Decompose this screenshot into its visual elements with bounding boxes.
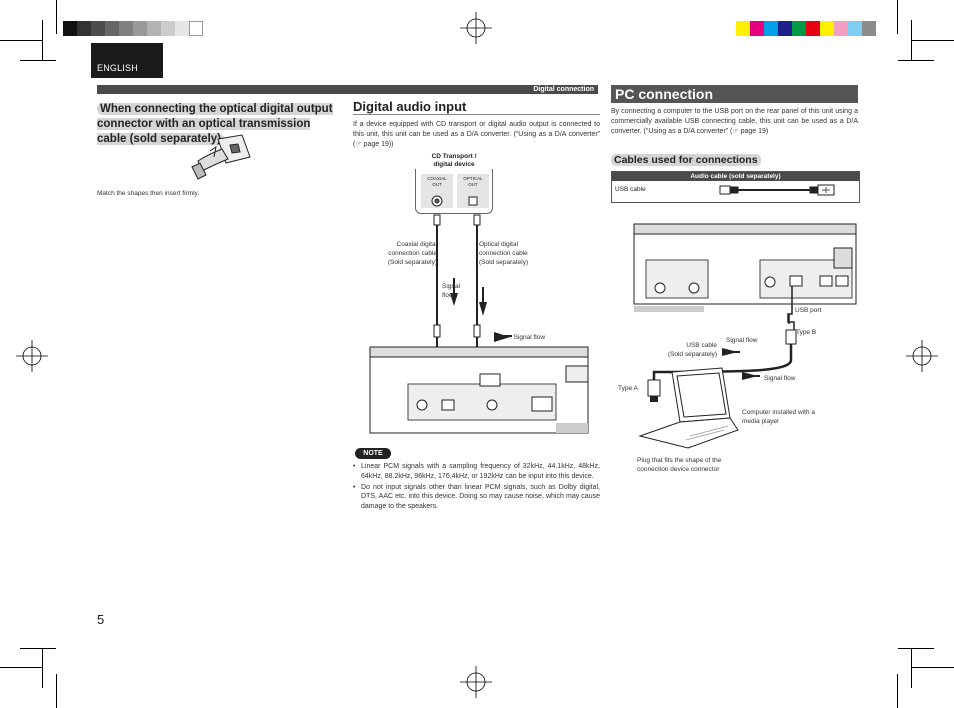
usb-cable-icon — [719, 184, 835, 196]
note-badge: NOTE — [355, 448, 391, 459]
type-b-label: Type B — [796, 329, 817, 336]
pc-connection-body: By connecting a computer to the USB port… — [611, 108, 858, 135]
type-a-label: Type A — [618, 385, 638, 392]
pc-connection-heading-bar: PC connection — [611, 85, 858, 103]
color-swatch — [834, 21, 848, 36]
cable-table: Audio cable (sold separately) USB cable — [611, 171, 860, 203]
device-title: CD Transport / digital device — [415, 153, 493, 169]
color-swatch — [820, 21, 834, 36]
color-swatch — [119, 21, 133, 36]
language-label: ENGLISH — [97, 63, 138, 73]
note-list: Linear PCM signals with a sampling frequ… — [353, 462, 600, 513]
cable-table-header: Audio cable (sold separately) — [612, 172, 859, 181]
language-tab: ENGLISH — [91, 43, 163, 78]
computer-label: Computer installed with a media player — [742, 409, 815, 425]
page-number: 5 — [97, 612, 105, 627]
color-swatch — [792, 21, 806, 36]
color-swatch — [91, 21, 105, 36]
coaxial-out-label: COAXIAL OUT — [427, 176, 447, 187]
signal-flow-legend: : Signal flow — [510, 334, 546, 341]
color-swatch — [806, 21, 820, 36]
plug-label: Plug that fits the shape of the connecti… — [637, 457, 722, 473]
digital-audio-input-body: If a device equipped with CD transport o… — [353, 121, 600, 148]
coax-cable-label: Coaxial digital connection cable (Sold s… — [387, 241, 437, 266]
optical-caption: Match the shapes then insert firmly. — [97, 190, 200, 197]
color-swatch — [764, 21, 778, 36]
signal-flow-label-2: Signal flow — [764, 375, 796, 382]
color-swatch — [161, 21, 175, 36]
section-header-label: Digital connection — [533, 86, 594, 93]
color-swatch — [133, 21, 147, 36]
color-swatch — [63, 21, 77, 36]
heading-underline — [353, 114, 600, 115]
cables-heading: Cables used for connections — [611, 154, 761, 166]
optical-out-label: OPTICAL OUT — [463, 176, 483, 187]
optical-plug-illustration — [191, 134, 251, 180]
usb-cable-label: USB cable (Sold separately) — [667, 342, 717, 358]
color-swatch — [147, 21, 161, 36]
signal-flow-label-1: Signal flow — [726, 337, 758, 344]
note-item: Do not input signals other than linear P… — [353, 483, 600, 512]
pc-connection-heading: PC connection — [615, 86, 714, 102]
color-swatch — [778, 21, 792, 36]
optical-heading-text: When connecting the optical digital outp… — [97, 103, 333, 145]
section-header-bar: Digital connection — [97, 85, 598, 94]
color-swatch — [750, 21, 764, 36]
color-swatch — [848, 21, 862, 36]
cables-heading-text: Cables used for connections — [611, 154, 761, 166]
color-swatch — [736, 21, 750, 36]
note-item: Linear PCM signals with a sampling frequ… — [353, 462, 600, 482]
digital-audio-input-heading: Digital audio input — [353, 99, 467, 114]
color-swatch — [105, 21, 119, 36]
color-swatch — [189, 21, 203, 36]
device-title-line1: CD Transport / — [431, 153, 477, 160]
device-title-line2: digital device — [433, 161, 475, 168]
color-swatch — [175, 21, 189, 36]
color-swatch — [862, 21, 876, 36]
usb-port-label: USB port — [795, 307, 822, 314]
pc-connection-diagram — [633, 223, 857, 449]
optical-cable-label: Optical digital connection cable (Sold s… — [479, 241, 529, 266]
signal-flow-label: Signal flow — [442, 283, 461, 299]
digital-input-diagram — [369, 195, 589, 434]
cable-table-cell: USB cable — [615, 186, 646, 193]
optical-heading: When connecting the optical digital outp… — [97, 102, 343, 147]
color-swatch — [77, 21, 91, 36]
